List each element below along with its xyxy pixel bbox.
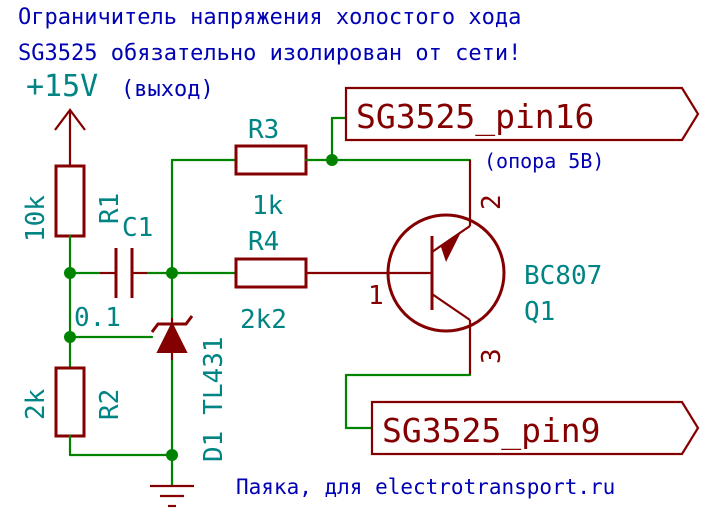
q1-pin-base: 1 bbox=[368, 281, 384, 311]
center-wires bbox=[146, 158, 238, 488]
capacitor-c1: C1 0.1 bbox=[74, 213, 153, 333]
label-pin9: SG3525_pin9 bbox=[370, 400, 700, 456]
transistor-q1: 1 2 3 BC807 Q1 bbox=[368, 194, 602, 364]
ground-symbol bbox=[150, 484, 194, 508]
d1-value: TL431 bbox=[199, 336, 229, 414]
title-line-1: Ограничитель напряжения холостого хода bbox=[18, 5, 521, 30]
r3-ref: R3 bbox=[248, 115, 279, 145]
r2-value: 2k bbox=[21, 388, 51, 420]
title-line-2: SG3525 обязательно изолирован от сети! bbox=[18, 41, 521, 66]
footer-credit: Паяка, для electrotransport.ru bbox=[236, 475, 615, 499]
left-wires bbox=[64, 234, 154, 370]
r4-value: 2k2 bbox=[240, 305, 287, 335]
supply-label: +15V bbox=[26, 69, 98, 104]
supply-note: (выход) bbox=[121, 77, 214, 102]
c1-value: 0.1 bbox=[74, 303, 121, 333]
r2-ref: R2 bbox=[95, 389, 125, 420]
resistor-r1: 10k R1 bbox=[21, 164, 125, 242]
r1-value: 10k bbox=[21, 195, 51, 242]
q1-ref: Q1 bbox=[524, 297, 555, 327]
c1-ref: C1 bbox=[122, 213, 153, 243]
diode-d1-tl431: D1 TL431 bbox=[150, 315, 229, 462]
r1-ref: R1 bbox=[95, 193, 125, 224]
supply-15v: +15V (выход) bbox=[26, 69, 214, 166]
q1-pin-collector: 3 bbox=[477, 348, 507, 364]
d1-ref: D1 bbox=[199, 431, 229, 462]
label-pin16: SG3525_pin16 (опора 5В) bbox=[344, 86, 700, 173]
r3-value: 1k bbox=[252, 191, 284, 221]
resistor-r2: 2k R2 bbox=[21, 366, 174, 457]
pin16-text: SG3525_pin16 bbox=[356, 97, 594, 137]
q1-value: BC807 bbox=[524, 261, 602, 291]
d1-label: D1 TL431 bbox=[199, 336, 229, 462]
resistor-r3: R3 1k bbox=[234, 115, 308, 221]
q1-pin-emitter: 2 bbox=[477, 194, 507, 210]
resistor-r4: R4 2k2 bbox=[234, 227, 308, 335]
right-wires bbox=[304, 116, 472, 430]
r4-ref: R4 bbox=[248, 227, 279, 257]
pin16-note: (опора 5В) bbox=[484, 149, 604, 173]
pin9-text: SG3525_pin9 bbox=[382, 411, 601, 451]
